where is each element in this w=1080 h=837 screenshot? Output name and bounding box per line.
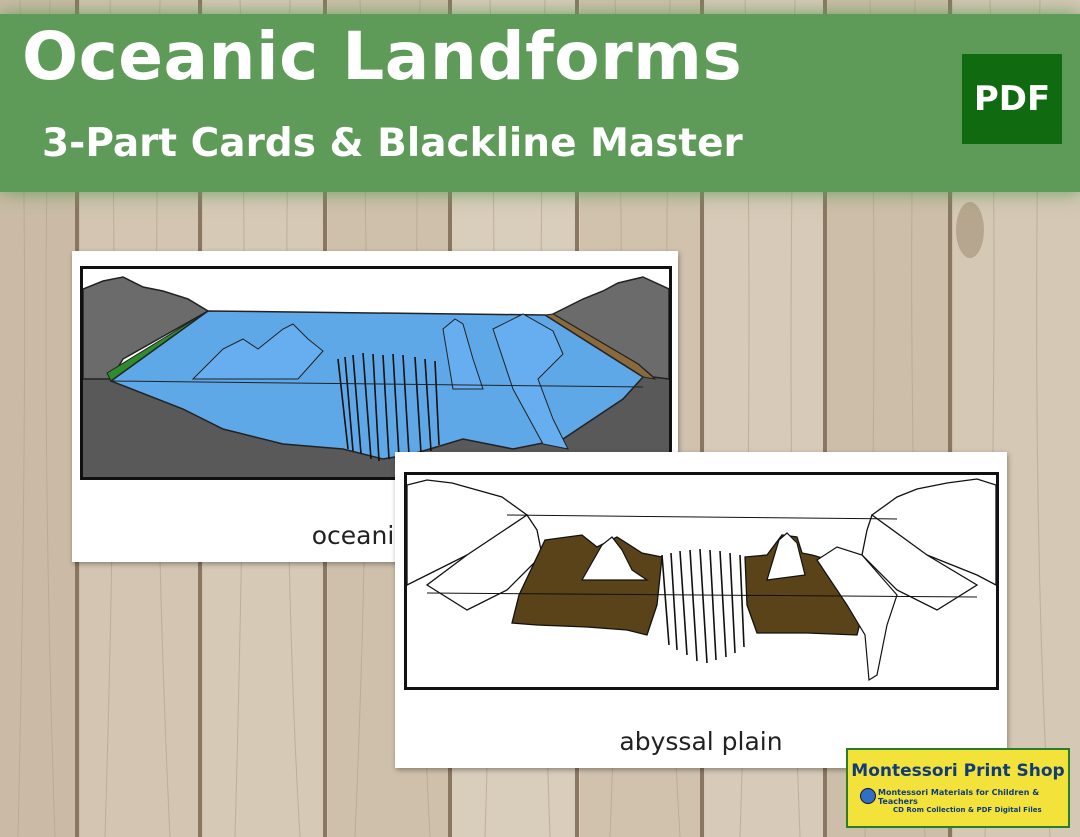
logo-title: Montessori Print Shop: [851, 761, 1065, 781]
montessori-print-shop-logo: Montessori Print Shop Montessori Materia…: [846, 748, 1070, 828]
logo-subtext: CD Rom Collection & PDF Digital Files: [893, 806, 1042, 814]
logo-tagline: Montessori Materials for Children & Teac…: [878, 788, 1040, 806]
card-illustration-frame: [404, 472, 999, 690]
picture-card-colored: oceanic la: [72, 251, 678, 562]
page-subtitle: 3-Part Cards & Blackline Master: [42, 121, 743, 166]
pdf-badge: PDF: [962, 54, 1062, 144]
picture-card-abyssal-plain: abyssal plain: [395, 452, 1007, 768]
globe-icon: [860, 788, 876, 804]
page-title: Oceanic Landforms: [22, 18, 743, 95]
abyssal-plain-illustration: [407, 475, 996, 687]
card-label: abyssal plain: [619, 727, 783, 756]
ocean-landform-illustration: [83, 269, 669, 477]
card-illustration-frame: [80, 266, 672, 480]
title-banner: [0, 14, 1080, 192]
